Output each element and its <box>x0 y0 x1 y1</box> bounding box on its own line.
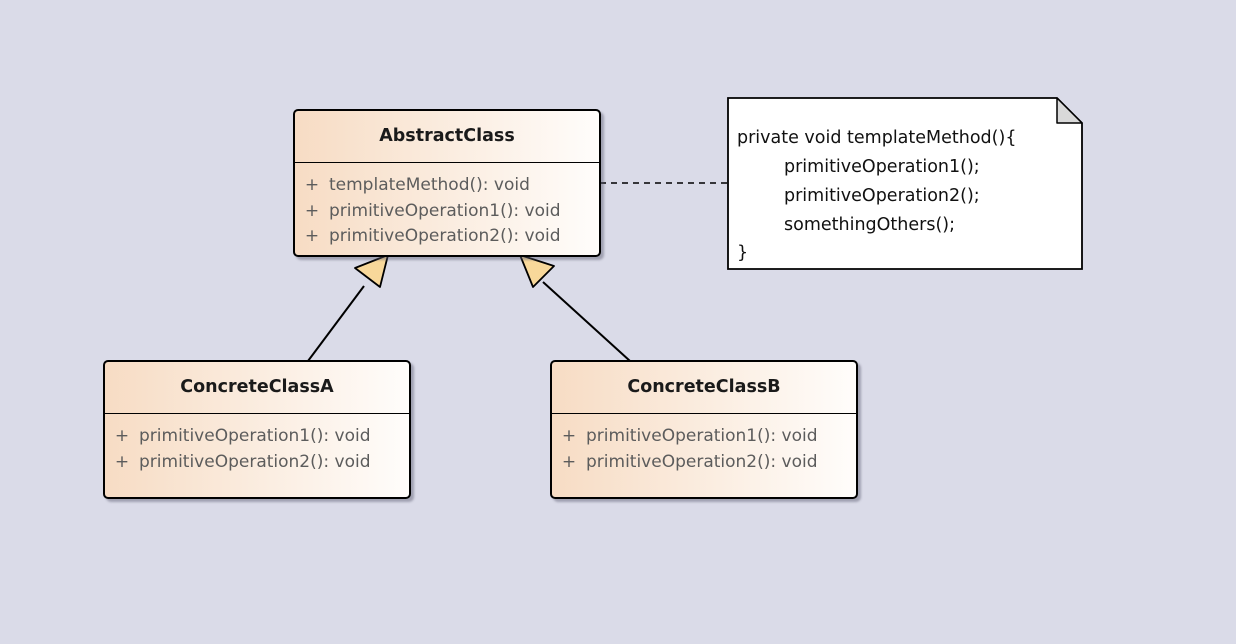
operation-row[interactable]: + primitiveOperation2(): void <box>295 224 599 250</box>
class-concreteclassb[interactable]: ConcreteClassB + primitiveOperation1(): v… <box>550 360 858 499</box>
operation-row[interactable]: + templateMethod(): void <box>295 173 599 199</box>
generalization-arrowhead-a <box>354 254 389 288</box>
note-line: primitiveOperation1(); <box>784 157 980 177</box>
operation-row[interactable]: + primitiveOperation1(): void <box>105 424 409 450</box>
visibility-public: + <box>304 200 320 221</box>
generalization-line-a[interactable] <box>307 285 365 362</box>
operation-row[interactable]: + primitiveOperation2(): void <box>552 450 856 476</box>
visibility-public: + <box>304 175 320 195</box>
operation-signature: primitiveOperation1(): void <box>329 200 561 221</box>
class-operations: + primitiveOperation1(): void + primitiveO… <box>552 414 856 475</box>
operation-signature: primitiveOperation1(): void <box>586 426 818 446</box>
operation-signature: templateMethod(): void <box>329 175 530 195</box>
visibility-public: + <box>561 426 577 446</box>
operation-signature: primitiveOperation1(): void <box>139 426 371 446</box>
class-operations: + primitiveOperation1(): void + primitiveO… <box>105 414 409 475</box>
class-abstractclass[interactable]: AbstractClass + templateMethod(): void + p… <box>293 109 601 257</box>
visibility-public: + <box>561 451 577 472</box>
operation-row[interactable]: + primitiveOperation1(): void <box>295 199 599 225</box>
operation-signature: primitiveOperation2(): void <box>586 451 818 472</box>
note-line: private void templateMethod(){ <box>737 128 1017 148</box>
note-shape <box>727 97 1083 270</box>
class-operations: + templateMethod(): void + primitiveOperat… <box>295 163 599 250</box>
note-line: somethingOthers(); <box>784 215 956 235</box>
class-name: AbstractClass <box>295 111 599 163</box>
class-concreteclassa[interactable]: ConcreteClassA + primitiveOperation1(): v… <box>103 360 411 499</box>
class-name: ConcreteClassA <box>105 362 409 414</box>
visibility-public: + <box>114 451 130 472</box>
operation-row[interactable]: + primitiveOperation1(): void <box>552 424 856 450</box>
operation-signature: primitiveOperation2(): void <box>139 451 371 472</box>
operation-row[interactable]: + primitiveOperation2(): void <box>105 450 409 476</box>
operation-signature: primitiveOperation2(): void <box>329 226 561 246</box>
generalization-line-b[interactable] <box>542 281 631 362</box>
note-line: primitiveOperation2(); <box>784 186 980 206</box>
visibility-public: + <box>304 226 320 246</box>
class-name: ConcreteClassB <box>552 362 856 414</box>
visibility-public: + <box>114 426 130 446</box>
note-line: } <box>737 243 749 263</box>
note-template-method[interactable]: private void templateMethod(){ primitive… <box>726 96 1084 271</box>
generalization-arrowhead-b <box>519 254 555 288</box>
